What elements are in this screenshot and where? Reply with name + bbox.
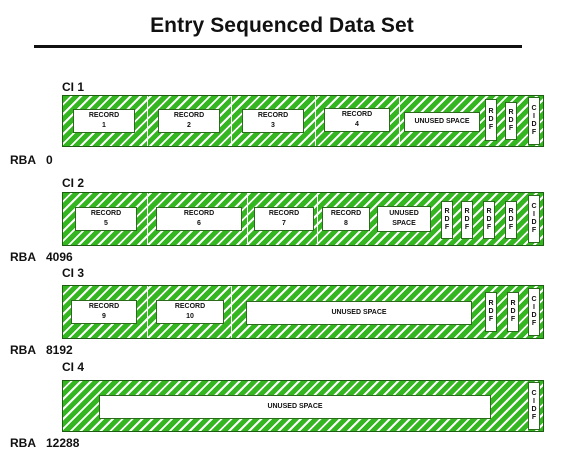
rba-label: RBA xyxy=(10,343,36,357)
record-slot: RECORD 7 xyxy=(247,193,318,245)
ci-4-label: CI 4 xyxy=(62,360,85,374)
control-interval-2: RECORD 5 RECORD 6 RECORD 7 RECORD 8 UNUS… xyxy=(62,192,544,246)
unused-space-slot: UNUSED SPACE xyxy=(399,96,484,146)
record-slot: RECORD 6 xyxy=(147,193,248,245)
record-box: RECORD 9 xyxy=(71,300,137,324)
diagram-title: Entry Sequenced Data Set xyxy=(150,14,414,37)
record-number: 3 xyxy=(271,122,275,129)
record-box: RECORD 5 xyxy=(75,207,137,231)
unused-space-slot: UNUSED SPACE xyxy=(231,286,484,338)
record-number: 10 xyxy=(186,313,194,320)
record-box: RECORD 2 xyxy=(158,109,220,133)
record-label: RECORD xyxy=(88,303,120,310)
record-number: 7 xyxy=(282,220,286,227)
unused-space-box: UNUSED SPACE xyxy=(404,112,480,132)
unused-space-label-line-2: SPACE xyxy=(392,220,416,227)
record-box: RECORD 1 xyxy=(73,109,135,133)
unused-space-box: UNUSED SPACE xyxy=(377,206,431,232)
record-label: RECORD xyxy=(88,112,120,119)
record-number: 9 xyxy=(102,313,106,320)
record-number: 5 xyxy=(104,220,108,227)
record-label: RECORD xyxy=(341,111,373,118)
unused-space-label-line-1: UNUSED xyxy=(389,210,419,217)
record-number: 2 xyxy=(187,122,191,129)
record-box: RECORD 4 xyxy=(324,108,390,132)
record-label: RECORD xyxy=(90,210,122,217)
record-slot: RECORD 1 xyxy=(63,96,147,146)
rba-row-3: RBA 8192 xyxy=(10,343,73,357)
record-box: RECORD 6 xyxy=(156,207,242,231)
record-slot: RECORD 2 xyxy=(147,96,232,146)
rba-row-1: RBA 0 xyxy=(10,153,53,167)
record-box: RECORD 10 xyxy=(156,300,224,324)
record-box: RECORD 7 xyxy=(254,207,314,231)
rba-value: 12288 xyxy=(46,436,80,450)
rba-value: 4096 xyxy=(46,250,73,264)
record-number: 1 xyxy=(102,122,106,129)
rba-value: 0 xyxy=(46,153,53,167)
record-slot: RECORD 3 xyxy=(231,96,316,146)
unused-space-box: UNUSED SPACE xyxy=(246,301,472,325)
rba-label: RBA xyxy=(10,153,36,167)
rba-label: RBA xyxy=(10,436,36,450)
unused-space-label: UNUSED SPACE xyxy=(331,309,387,316)
unused-space-label: UNUSED SPACE xyxy=(267,403,323,410)
unused-space-label: UNUSED SPACE xyxy=(414,118,470,125)
ci-3-label: CI 3 xyxy=(62,266,85,280)
record-label: RECORD xyxy=(173,112,205,119)
record-slot: RECORD 8 xyxy=(317,193,374,245)
record-number: 8 xyxy=(344,220,348,227)
record-label: RECORD xyxy=(330,210,362,217)
title-underline xyxy=(34,45,522,48)
record-number: 4 xyxy=(355,121,359,128)
control-interval-1: RECORD 1 RECORD 2 RECORD 3 RECORD 4 UNUS… xyxy=(62,95,544,147)
record-slot: RECORD 9 xyxy=(63,286,147,338)
rba-row-4: RBA 12288 xyxy=(10,436,79,450)
record-label: RECORD xyxy=(174,303,206,310)
rba-row-2: RBA 4096 xyxy=(10,250,73,264)
ci-2-label: CI 2 xyxy=(62,176,85,190)
record-box: RECORD 8 xyxy=(322,207,370,231)
record-label: RECORD xyxy=(183,210,215,217)
record-box: RECORD 3 xyxy=(242,109,304,133)
ci-1-label: CI 1 xyxy=(62,80,85,94)
record-label: RECORD xyxy=(268,210,300,217)
record-slot: RECORD 4 xyxy=(315,96,400,146)
rba-label: RBA xyxy=(10,250,36,264)
rba-value: 8192 xyxy=(46,343,73,357)
record-slot: RECORD 10 xyxy=(147,286,232,338)
unused-space-box: UNUSED SPACE xyxy=(99,395,491,419)
record-number: 6 xyxy=(197,220,201,227)
record-label: RECORD xyxy=(257,112,289,119)
record-slot: RECORD 5 xyxy=(63,193,147,245)
